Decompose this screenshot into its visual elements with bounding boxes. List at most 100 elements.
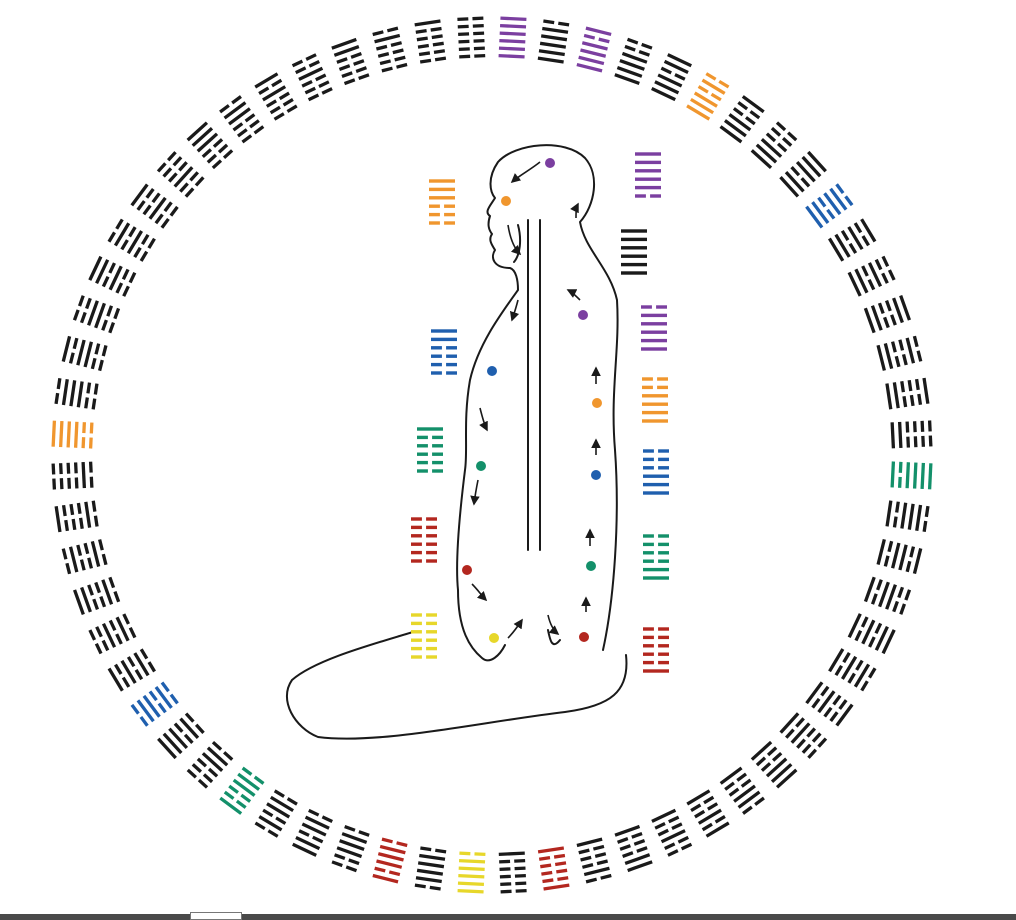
- ring-hexagram: [498, 851, 527, 894]
- ring-hexagram: [863, 294, 911, 334]
- flow-arrow: [510, 161, 541, 184]
- ring-hexagram: [51, 461, 94, 490]
- ring-hexagram: [651, 808, 693, 857]
- ring-hexagram: [292, 808, 333, 857]
- ring-hexagram: [847, 255, 896, 297]
- hexagram-ring: [51, 16, 933, 894]
- ring-hexagram: [750, 121, 798, 170]
- back-hexagram: [643, 627, 669, 673]
- ring-hexagram: [54, 377, 99, 410]
- back-hexagram: [642, 377, 668, 423]
- ring-hexagram: [291, 53, 333, 102]
- flow-arrow: [509, 299, 520, 322]
- ring-hexagram: [73, 576, 121, 616]
- flow-arrow: [507, 618, 523, 639]
- ring-hexagram: [498, 16, 527, 59]
- ring-hexagram: [890, 420, 933, 449]
- body-point-upper-back: [592, 398, 602, 408]
- body-point-mid-back: [591, 470, 601, 480]
- ring-hexagram: [219, 95, 265, 144]
- ring-hexagram: [885, 500, 930, 533]
- flow-arrow: [566, 289, 581, 301]
- scroll-handle[interactable]: [190, 912, 242, 920]
- body-point-lower-back: [586, 561, 596, 571]
- ring-hexagram: [750, 740, 798, 789]
- body-point-chest-front: [487, 366, 497, 376]
- ring-hexagram: [719, 95, 765, 144]
- ring-hexagram: [186, 121, 234, 170]
- ring-hexagram: [614, 37, 653, 85]
- front-hexagram: [429, 179, 455, 225]
- ring-hexagram: [537, 846, 570, 891]
- flow-arrow: [507, 224, 522, 256]
- ring-hexagram: [686, 72, 730, 121]
- ring-hexagram: [876, 335, 923, 371]
- flow-arrow: [479, 407, 488, 432]
- ring-hexagram: [686, 789, 730, 838]
- ring-hexagram: [130, 183, 179, 229]
- figure-legs: [286, 631, 628, 740]
- body-point-belly-front: [462, 565, 472, 575]
- legs-fold: [547, 629, 561, 646]
- ring-hexagram: [372, 26, 408, 73]
- ring-hexagram: [719, 766, 765, 815]
- ring-hexagram: [576, 837, 612, 884]
- ring-hexagram: [107, 648, 156, 692]
- ring-hexagram: [863, 576, 912, 615]
- ring-hexagram: [61, 335, 108, 372]
- body-point-throat-back: [578, 310, 588, 320]
- ring-hexagram: [876, 538, 923, 575]
- ring-hexagram: [157, 712, 205, 760]
- ring-hexagram: [414, 19, 447, 64]
- ring-hexagram: [186, 740, 234, 789]
- ring-hexagram: [805, 183, 854, 229]
- ring-hexagram: [331, 37, 370, 86]
- body-point-sacrum: [579, 632, 589, 642]
- figure-outline: [456, 144, 619, 662]
- ring-hexagram: [254, 789, 298, 838]
- ring-hexagram: [828, 648, 877, 692]
- ring-hexagram: [219, 766, 265, 815]
- back-hexagram: [643, 449, 669, 495]
- ring-hexagram: [805, 681, 854, 727]
- ring-hexagram: [614, 824, 653, 873]
- ring-hexagram: [890, 461, 933, 490]
- ring-hexagram: [651, 53, 692, 102]
- ring-hexagram: [254, 72, 298, 121]
- back-hexagram: [621, 229, 647, 275]
- ring-hexagram: [885, 377, 930, 410]
- flow-arrow: [547, 614, 560, 636]
- back-hexagram: [643, 534, 669, 580]
- front-hexagram-column: [411, 179, 457, 659]
- ring-hexagram: [130, 681, 179, 727]
- front-hexagram: [411, 517, 437, 563]
- ring-hexagram: [457, 851, 486, 894]
- ring-hexagram: [828, 218, 877, 262]
- window-bottom-bar: [0, 914, 1016, 920]
- ring-hexagram: [72, 295, 121, 334]
- body-point-perineum-front: [489, 633, 499, 643]
- body-points: [462, 158, 602, 643]
- body-point-crown: [545, 158, 555, 168]
- ring-hexagram: [414, 846, 447, 891]
- body-point-brow: [501, 196, 511, 206]
- back-hexagram: [641, 305, 667, 351]
- flow-arrow: [471, 583, 488, 602]
- ring-hexagram: [457, 16, 486, 59]
- front-hexagram: [411, 613, 437, 659]
- seated-figure: [286, 144, 628, 740]
- ring-hexagram: [107, 218, 156, 262]
- front-hexagram: [417, 427, 443, 473]
- ring-hexagram: [88, 613, 137, 655]
- front-hexagram: [431, 329, 457, 375]
- ring-hexagram: [61, 539, 108, 575]
- ring-hexagram: [331, 825, 370, 873]
- body-point-solar-front: [476, 461, 486, 471]
- ring-hexagram: [156, 151, 205, 198]
- ring-hexagram: [51, 420, 94, 449]
- energy-flow-arrows: [470, 161, 601, 639]
- ring-hexagram: [54, 500, 99, 533]
- ring-hexagram: [372, 837, 408, 884]
- back-hexagram: [635, 152, 661, 198]
